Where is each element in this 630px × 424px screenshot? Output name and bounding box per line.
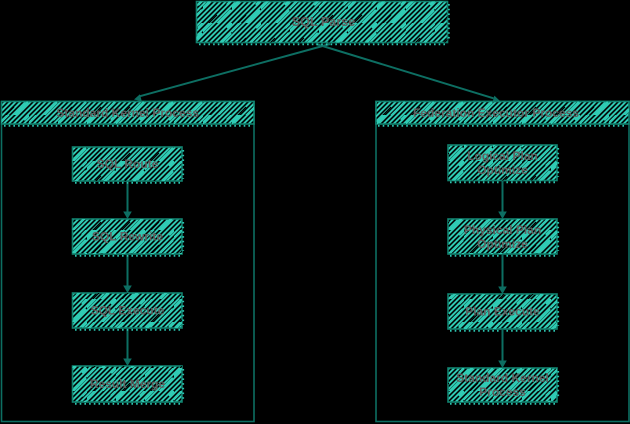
svg-text:Standard Kernel: Standard Kernel xyxy=(456,371,549,385)
svg-text:SQL Parse: SQL Parse xyxy=(292,15,355,29)
svg-text:Result Merge: Result Merge xyxy=(90,377,166,391)
svg-text:Standard Kernel Process: Standard Kernel Process xyxy=(56,106,199,120)
svg-text:Physical Plan: Physical Plan xyxy=(464,223,541,237)
svg-text:Process: Process xyxy=(479,385,526,399)
svg-text:SQL Execute: SQL Execute xyxy=(91,304,165,318)
svg-text:Federation Executor Process: Federation Executor Process xyxy=(413,106,579,120)
svg-text:SQL Rewrite: SQL Rewrite xyxy=(92,230,163,244)
svg-text:Plan Execute: Plan Execute xyxy=(465,305,540,319)
svg-text:Logical Plan: Logical Plan xyxy=(467,149,538,163)
svg-text:Optimize: Optimize xyxy=(477,237,528,251)
svg-text:Optimize: Optimize xyxy=(477,163,528,177)
svg-text:SQL Route: SQL Route xyxy=(97,157,159,171)
